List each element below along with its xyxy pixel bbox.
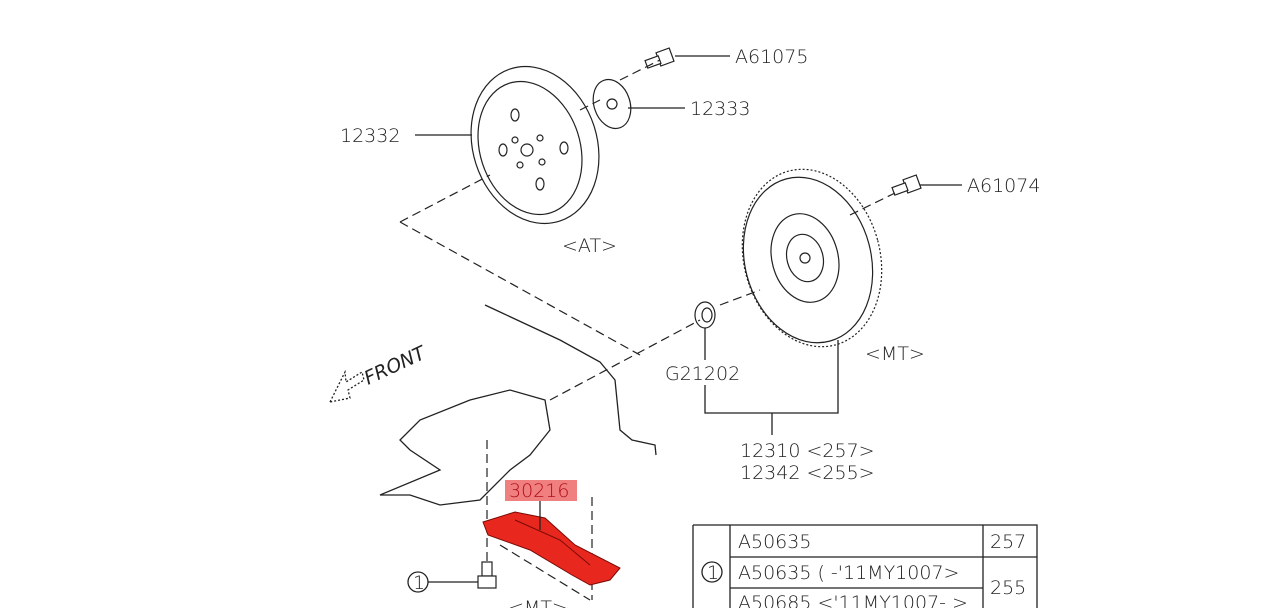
cover-30216[interactable]	[482, 511, 621, 586]
table-row-part[interactable]: A50685 <'11MY1007- >	[738, 592, 968, 608]
label-at: <AT>	[562, 235, 617, 257]
label-12310[interactable]: 12310 <257>	[740, 440, 875, 462]
label-a61074[interactable]: A61074	[967, 175, 1040, 197]
bearing-g21202[interactable]	[694, 301, 716, 329]
table-row-code: 255	[990, 577, 1026, 599]
bolt-1[interactable]	[477, 561, 497, 589]
table-row-code: 257	[990, 531, 1026, 553]
label-mt-bottom: <MT>	[508, 597, 568, 608]
table-row-part[interactable]: A50635	[738, 531, 811, 553]
label-12332[interactable]: 12332	[340, 125, 400, 147]
highlight-box	[505, 480, 577, 501]
front-label: FRONT	[361, 342, 430, 390]
flywheel-mt[interactable]	[723, 153, 901, 362]
table-ref: 1	[707, 562, 719, 584]
fastener-table: 1 A50635 257 A50635 ( -'11MY1007> 255 A5…	[692, 524, 1038, 608]
plate-12333[interactable]	[587, 75, 637, 134]
callout-1-label: 1	[413, 572, 425, 594]
bolt-a61074[interactable]	[891, 174, 922, 196]
label-12342[interactable]: 12342 <255>	[740, 462, 875, 484]
label-12333[interactable]: 12333	[690, 98, 750, 120]
label-a61075[interactable]: A61075	[735, 46, 808, 68]
drive-plate-at[interactable]	[451, 50, 618, 240]
table-row-part[interactable]: A50635 ( -'11MY1007>	[738, 562, 959, 584]
label-g21202[interactable]: G21202	[665, 363, 740, 385]
front-arrow-icon: FRONT	[328, 342, 430, 403]
label-mt: <MT>	[865, 343, 925, 365]
label-30216[interactable]: 30216	[509, 480, 569, 502]
